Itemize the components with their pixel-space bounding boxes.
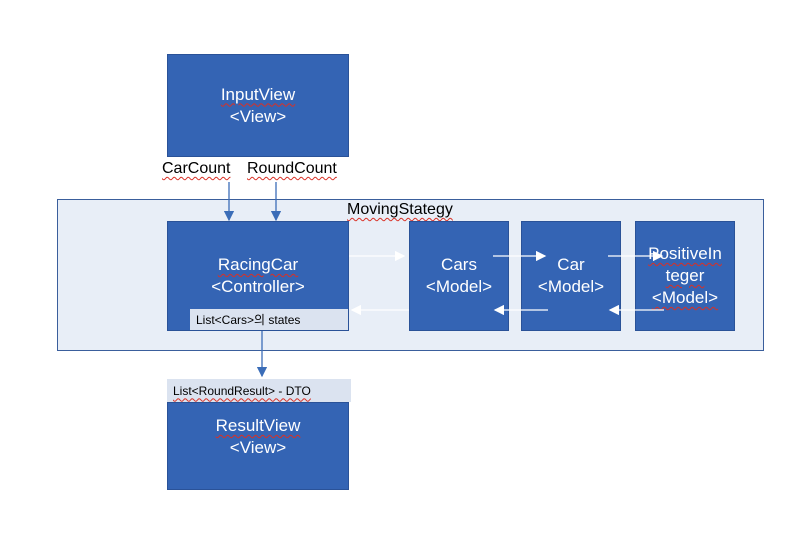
positive-integer-title-line2: teger: [665, 266, 705, 285]
cars-title: Cars: [441, 255, 477, 274]
result-view-note-text: List<RoundResult> - DTO: [173, 383, 311, 398]
racing-car-title: RacingCar: [217, 255, 299, 274]
car-box: Car <Model>: [521, 221, 621, 331]
result-view-title: ResultView: [215, 416, 301, 435]
round-count-label: RoundCount: [247, 160, 337, 177]
result-view-note: List<RoundResult> - DTO: [167, 379, 351, 402]
moving-strategy-label: MovingStategy: [347, 201, 453, 218]
positive-integer-title-line1: PositiveIn: [648, 244, 722, 263]
result-view-stereotype: <View>: [229, 438, 287, 457]
input-view-stereotype: <View>: [229, 106, 287, 126]
input-view-title: InputView: [220, 84, 296, 104]
positive-integer-stereotype: <Model>: [651, 288, 719, 307]
cars-stereotype: <Model>: [425, 277, 493, 296]
positive-integer-box: PositiveIn teger <Model>: [635, 221, 735, 331]
car-count-label: CarCount: [162, 160, 231, 177]
racing-car-stereotype: <Controller>: [211, 277, 305, 296]
racing-car-note: List<Cars>의 states: [190, 309, 348, 330]
result-view-box: ResultView <View>: [167, 402, 349, 490]
car-title: Car: [557, 255, 585, 274]
car-stereotype: <Model>: [537, 277, 605, 296]
input-view-box: InputView <View>: [167, 54, 349, 157]
cars-box: Cars <Model>: [409, 221, 509, 331]
